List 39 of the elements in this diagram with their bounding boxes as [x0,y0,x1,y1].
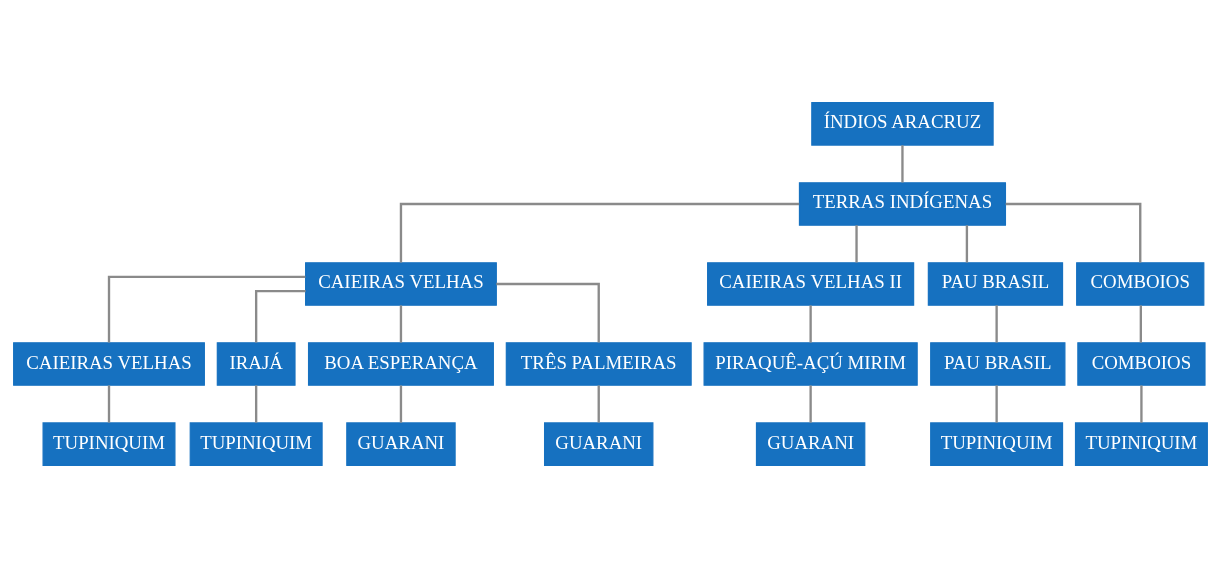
connector [995,385,998,423]
connector [399,202,800,263]
node-box: CAIEIRAS VELHAS II [707,261,915,306]
node-box: PAU BRASIL [927,261,1064,306]
connector [809,304,812,343]
connector [901,144,904,182]
connector [107,275,306,342]
node-box: IRAJÁ [216,341,296,386]
node-box: COMBOIOS [1077,341,1206,386]
node-box: PIRAQUÊ-AÇÚ MIRIM [703,341,918,386]
node-box: CAIEIRAS VELHAS [305,261,497,306]
connector [855,224,858,262]
node-box: ÍNDIOS ARACRUZ [811,101,994,146]
node-box: TUPINIQUIM [189,421,323,466]
connector [1005,202,1142,263]
connector [255,289,306,343]
node-box: CAIEIRAS VELHAS [13,341,205,386]
connector [399,385,403,423]
node-box: TUPINIQUIM [42,421,176,466]
connector [1139,304,1142,343]
node-box: GUARANI [544,421,654,466]
connector [107,385,111,423]
node-box: TUPINIQUIM [1074,421,1208,466]
connector [1140,385,1143,423]
node-box: GUARANI [346,421,456,466]
node-box: TUPINIQUIM [930,421,1064,466]
node-box: BOA ESPERANÇA [307,341,494,386]
connector [965,224,969,262]
connector [809,385,812,423]
connector [496,282,600,343]
node-box: TRÊS PALMEIRAS [505,341,692,386]
connector [597,385,600,423]
node-box: COMBOIOS [1076,261,1205,306]
node-box: GUARANI [755,421,866,466]
connector [255,385,258,423]
node-box: TERRAS INDÍGENAS [798,181,1007,226]
connector [995,304,998,343]
connector [399,304,403,343]
node-box: PAU BRASIL [930,341,1066,386]
